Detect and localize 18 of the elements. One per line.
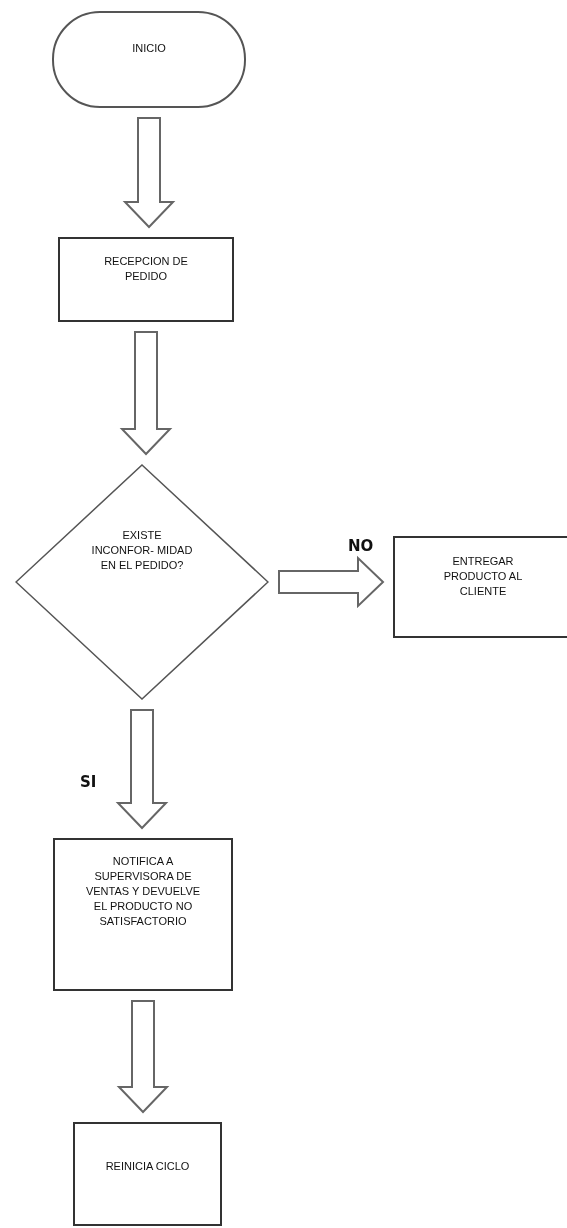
process-box — [73, 1122, 222, 1226]
block-arrow — [122, 117, 176, 229]
node-text: EXISTE INCONFOR- MIDAD EN EL PEDIDO? — [90, 528, 194, 573]
node-text: ENTREGAR PRODUCTO AL CLIENTE — [442, 554, 524, 599]
edge-label: NO — [348, 538, 374, 554]
block-arrow — [278, 555, 385, 609]
process-box — [58, 237, 234, 322]
process-box — [53, 838, 233, 991]
process-box — [393, 536, 567, 638]
edge-label: SI — [80, 774, 97, 790]
node-text: RECEPCION DE PEDIDO — [103, 254, 189, 284]
block-arrow — [115, 709, 169, 830]
node-text: REINICIA CICLO — [104, 1159, 191, 1174]
node-text: NOTIFICA A SUPERVISORA DE VENTAS Y DEVUELVE EL PRODUCTO NO SATISFACTORIO — [84, 854, 202, 929]
block-arrow — [119, 331, 173, 456]
block-arrow — [116, 1000, 170, 1114]
node-text: INICIO — [131, 41, 167, 56]
decision-diamond — [15, 464, 269, 700]
